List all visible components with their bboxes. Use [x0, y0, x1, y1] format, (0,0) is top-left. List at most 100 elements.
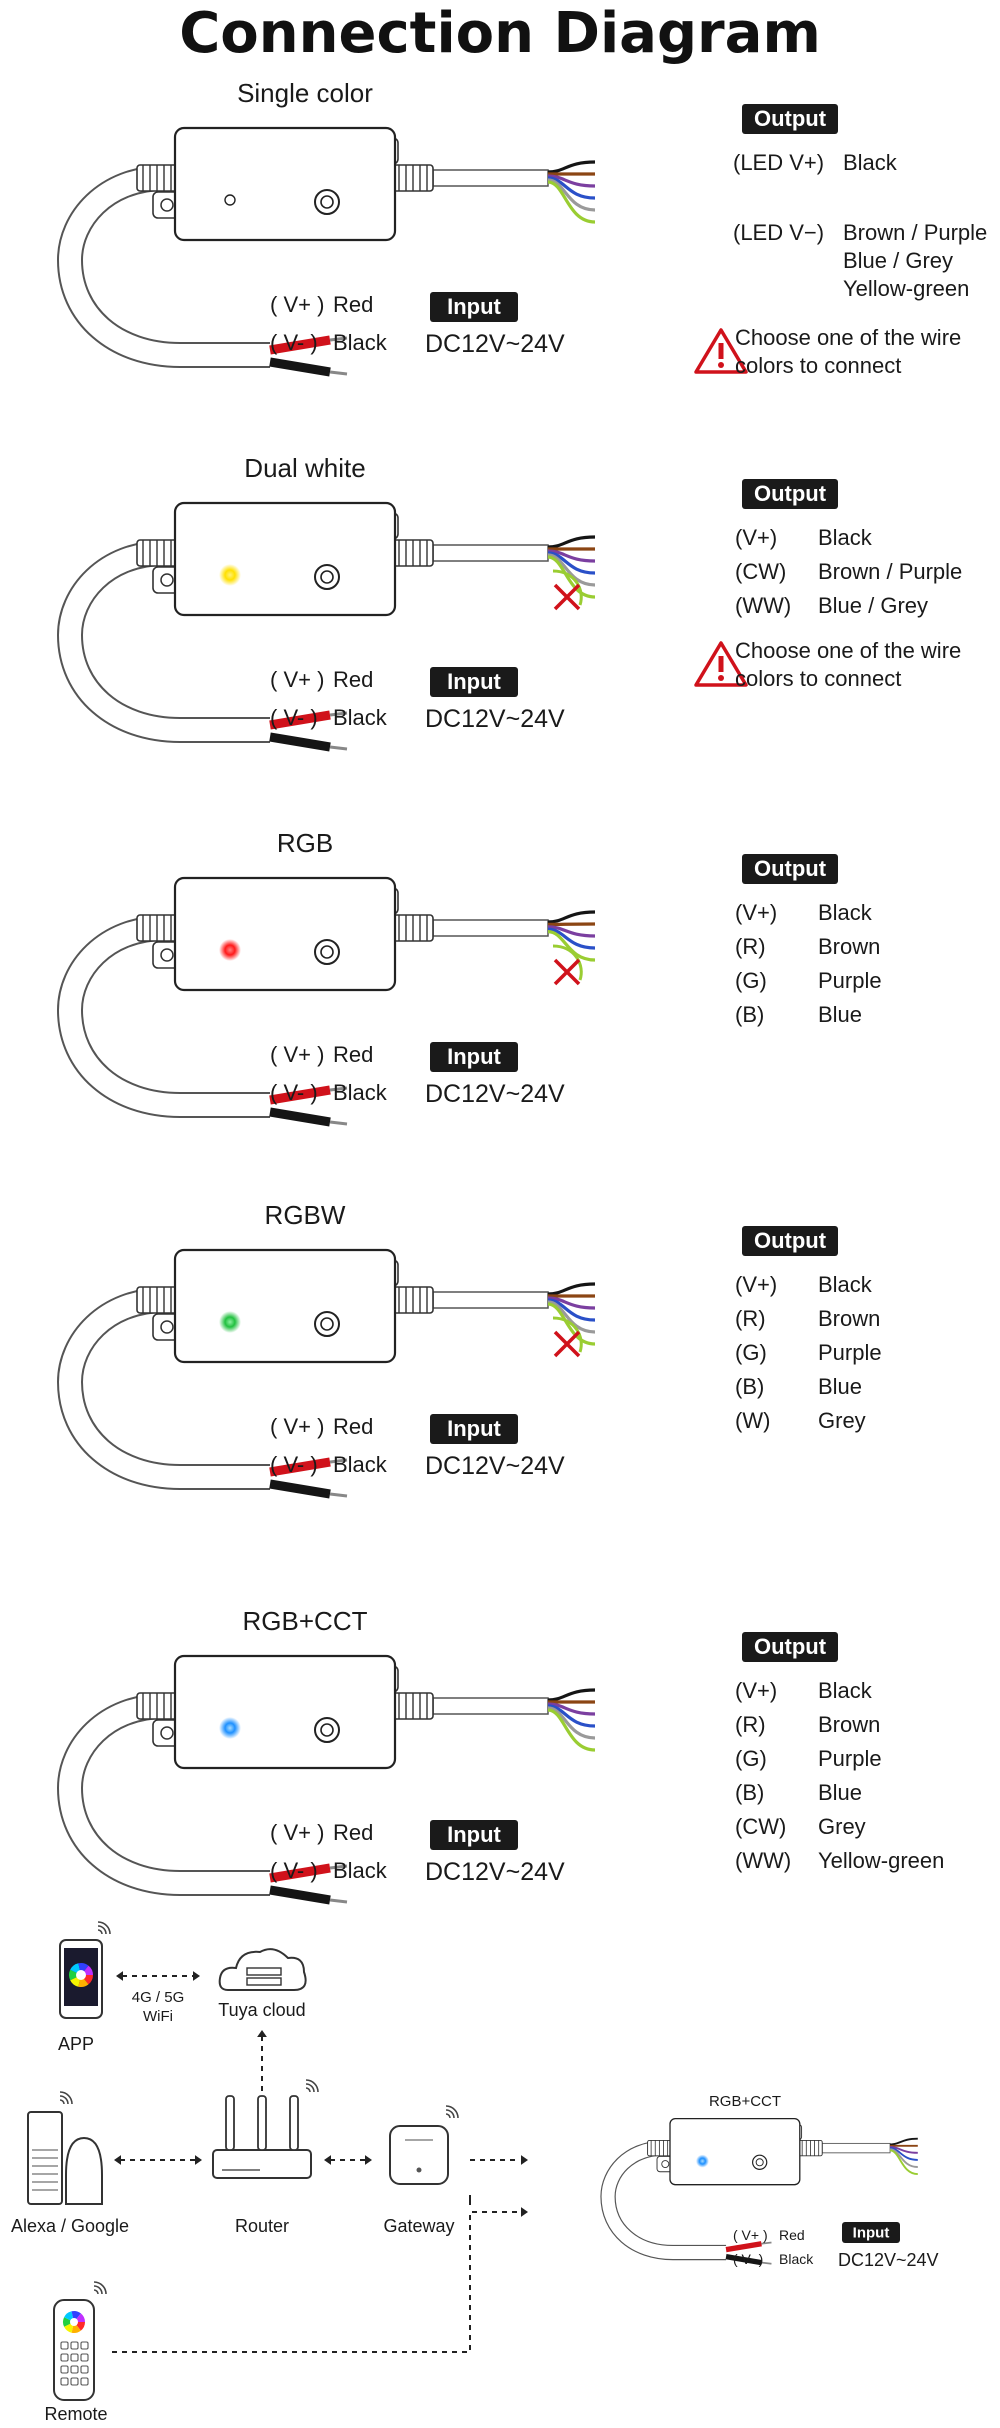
mount-hole [160, 198, 174, 212]
black-wire-tip [329, 1898, 348, 1904]
black-wire [269, 1107, 331, 1127]
controller-body [173, 1248, 397, 1364]
voltage-label: DC12V~24V [425, 1858, 565, 1886]
output-code: (B) [735, 1780, 764, 1805]
output-code: (R) [735, 934, 766, 959]
remote[interactable]: Remote [44, 2281, 108, 2424]
section-title: Dual white [244, 453, 365, 483]
input-badge-label: Input [447, 1044, 501, 1069]
output-badge-bg [742, 854, 838, 884]
router-antenna [289, 2095, 299, 2151]
remote-key [60, 2365, 69, 2374]
section-rgbw: RGBW( V+ )Red( V- )BlackInputDC12V~24VOu… [56, 1200, 882, 1499]
link-app-cloud: 4G / 5G WiFi [116, 1971, 200, 2025]
output-wire-grey [547, 553, 596, 587]
remote-key [70, 2341, 79, 2350]
output-cable [432, 1697, 549, 1715]
input-v-plus-label: ( V+ ) [270, 1042, 324, 1067]
output-badge-label: Output [754, 1228, 827, 1253]
output-wire-purple [547, 1702, 596, 1716]
section-title: RGB [277, 828, 333, 858]
black-wire [269, 357, 331, 377]
mini-input-badge-bg [842, 2222, 900, 2243]
input-v-plus-label: ( V+ ) [270, 292, 324, 317]
arrow-head [257, 2030, 267, 2037]
red-wire [269, 1085, 331, 1105]
output-code: (LED V+) [733, 150, 824, 175]
output-code: (V+) [735, 1678, 777, 1703]
output-color: Black [818, 525, 873, 550]
output-code: (G) [735, 968, 767, 993]
section-title: RGBW [265, 1200, 346, 1230]
red-wire [269, 1863, 331, 1883]
mount-hole [160, 948, 174, 962]
cloud-label: Tuya cloud [218, 2000, 305, 2020]
output-color: Grey [818, 1814, 866, 1839]
pair-button-inner [320, 1317, 334, 1331]
indicator-led-icon [224, 194, 236, 206]
server-icon [246, 1967, 282, 1976]
output-badge-bg [742, 104, 838, 134]
output-list: (V+)Black(R)Brown(G)Purple(B)Blue(W)Grey [735, 1272, 882, 1433]
controller-body [669, 2117, 801, 2186]
input-black-label: Black [333, 1080, 388, 1105]
output-code: (CW) [735, 559, 786, 584]
input-cable [58, 542, 270, 741]
red-wire [269, 710, 331, 730]
input-cable [58, 917, 270, 1116]
red-wire [269, 1457, 331, 1477]
output-badge: Output [742, 1226, 838, 1256]
output-code: (CW) [735, 1814, 786, 1839]
mini-v-minus: ( V- ) [733, 2251, 763, 2267]
alexa-google[interactable]: Alexa / Google [11, 2091, 129, 2236]
voltage-label: DC12V~24V [425, 330, 565, 358]
input-badge-label: Input [447, 669, 501, 694]
router[interactable]: Router [212, 2079, 319, 2236]
pair-button-inner [755, 2158, 764, 2167]
output-color: Purple [818, 1746, 882, 1771]
remote-key [80, 2365, 89, 2374]
gateway-icon [389, 2125, 449, 2185]
not-used-cross-icon [553, 583, 581, 611]
red-wire-tip [761, 2241, 772, 2245]
not-used-cross-icon [553, 1330, 581, 1358]
mini-voltage: DC12V~24V [838, 2250, 939, 2270]
gateway-led [416, 2167, 422, 2173]
link-router-gateway [324, 2155, 372, 2165]
arrow-head [521, 2155, 528, 2165]
pair-button-inner [320, 570, 334, 584]
section-title: Single color [237, 78, 373, 108]
black-wire-tip [329, 1120, 348, 1126]
signal-icon [445, 2113, 451, 2119]
app-phone[interactable]: APP [58, 1921, 111, 2054]
link-label-4g5g: 4G / 5G [132, 1989, 185, 2006]
tuya-cloud[interactable]: Tuya cloud [218, 1948, 307, 2020]
input-v-plus-label: ( V+ ) [270, 667, 324, 692]
output-color: Black [818, 900, 873, 925]
gateway[interactable]: Gateway [383, 2105, 459, 2236]
input-v-minus-label: ( V- ) [270, 1858, 318, 1883]
input-black-label: Black [333, 1858, 388, 1883]
output-color: Yellow-green [818, 1848, 944, 1873]
red-wire [269, 335, 331, 355]
output-list: (LED V+)Black(LED V−)Brown / PurpleBlue … [733, 150, 987, 301]
input-cable [601, 2141, 727, 2260]
arrow-head [195, 2155, 202, 2165]
input-badge: Input [430, 1042, 518, 1072]
remote-key [60, 2341, 69, 2350]
output-cable [432, 1291, 549, 1309]
black-wire [269, 1885, 331, 1905]
link-label-wifi: WiFi [143, 2008, 173, 2025]
input-badge-bg [430, 1042, 518, 1072]
section-title: RGB+CCT [243, 1606, 368, 1636]
google-home-icon [65, 2136, 103, 2205]
section-single: Single color( V+ )Red( V- )BlackInputDC1… [56, 78, 987, 378]
sections-layer: Single color( V+ )Red( V- )BlackInputDC1… [56, 78, 987, 1905]
remote-label: Remote [44, 2404, 107, 2424]
output-badge-label: Output [754, 1634, 827, 1659]
output-color: Blue [818, 1002, 862, 1027]
input-badge: Input [430, 667, 518, 697]
output-wire-purple [547, 174, 596, 188]
